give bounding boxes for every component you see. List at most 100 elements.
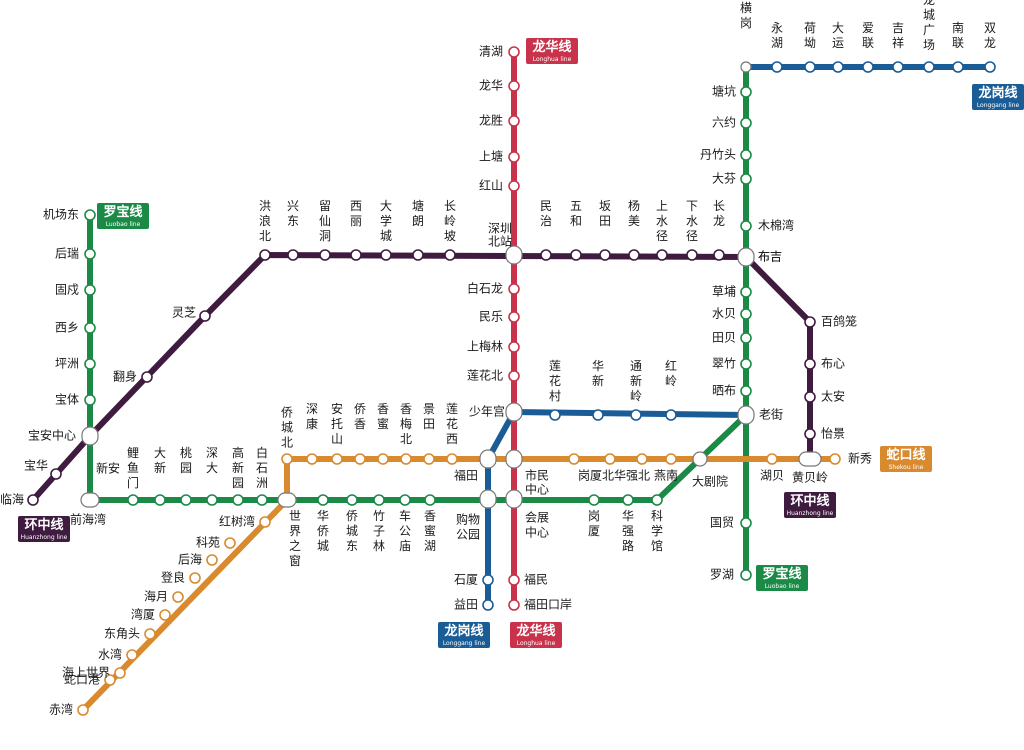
station-shekou[interactable]	[766, 453, 778, 465]
station-longgang[interactable]	[630, 409, 642, 421]
station-shekou[interactable]	[331, 453, 343, 465]
station-luobao[interactable]	[346, 494, 358, 506]
interchange-shijiezhichuang[interactable]	[277, 492, 297, 508]
station-luobao[interactable]	[424, 494, 436, 506]
station-huanzhong[interactable]	[713, 249, 725, 261]
interchange-huizhanzhongxin[interactable]	[505, 489, 523, 509]
station-shekou[interactable]	[259, 516, 271, 528]
station-luobao[interactable]	[740, 220, 752, 232]
station-shekou[interactable]	[306, 453, 318, 465]
interchange-henggang[interactable]	[740, 61, 752, 73]
station-luobao[interactable]	[740, 358, 752, 370]
station-huanzhong[interactable]	[686, 249, 698, 261]
station-shekou[interactable]	[665, 453, 677, 465]
station-huanzhong[interactable]	[656, 249, 668, 261]
station-luobao[interactable]	[84, 248, 96, 260]
station-luobao[interactable]	[317, 494, 329, 506]
station-longgang[interactable]	[892, 61, 904, 73]
station-longgang[interactable]	[984, 61, 996, 73]
station-luobao[interactable]	[622, 494, 634, 506]
station-shekou[interactable]	[446, 453, 458, 465]
station-shekou[interactable]	[126, 649, 138, 661]
station-luobao[interactable]	[232, 494, 244, 506]
station-luobao[interactable]	[84, 209, 96, 221]
station-huanzhong[interactable]	[804, 391, 816, 403]
station-huanzhong[interactable]	[50, 468, 62, 480]
station-longgang[interactable]	[482, 599, 494, 611]
station-huanzhong[interactable]	[350, 249, 362, 261]
station-luobao[interactable]	[651, 494, 663, 506]
station-longhua[interactable]	[508, 283, 520, 295]
station-shekou[interactable]	[423, 453, 435, 465]
station-shekou[interactable]	[604, 453, 616, 465]
station-longgang[interactable]	[862, 61, 874, 73]
station-shekou[interactable]	[144, 628, 156, 640]
station-longgang[interactable]	[482, 574, 494, 586]
station-luobao[interactable]	[740, 173, 752, 185]
interchange-laojie[interactable]	[737, 405, 755, 425]
station-luobao[interactable]	[588, 494, 600, 506]
station-longhua[interactable]	[508, 115, 520, 127]
station-shekou[interactable]	[114, 667, 126, 679]
station-shekou[interactable]	[400, 453, 412, 465]
station-longhua[interactable]	[508, 311, 520, 323]
station-huanzhong[interactable]	[27, 494, 39, 506]
station-longgang[interactable]	[592, 409, 604, 421]
station-luobao[interactable]	[740, 86, 752, 98]
station-shekou[interactable]	[377, 453, 389, 465]
station-luobao[interactable]	[740, 308, 752, 320]
station-luobao[interactable]	[740, 117, 752, 129]
station-longhua[interactable]	[508, 80, 520, 92]
station-longgang[interactable]	[549, 409, 561, 421]
station-huanzhong[interactable]	[412, 249, 424, 261]
station-shekou[interactable]	[224, 537, 236, 549]
station-huanzhong[interactable]	[540, 249, 552, 261]
station-huanzhong[interactable]	[570, 249, 582, 261]
station-huanzhong[interactable]	[444, 249, 456, 261]
station-luobao[interactable]	[399, 494, 411, 506]
station-shekou[interactable]	[829, 453, 841, 465]
station-luobao[interactable]	[740, 517, 752, 529]
station-luobao[interactable]	[84, 284, 96, 296]
interchange-futian[interactable]	[479, 449, 497, 469]
station-shekou[interactable]	[159, 609, 171, 621]
station-luobao[interactable]	[180, 494, 192, 506]
station-huanzhong[interactable]	[319, 249, 331, 261]
station-shekou[interactable]	[77, 704, 89, 716]
station-luobao[interactable]	[740, 332, 752, 344]
interchange-shiminzhongxin[interactable]	[505, 449, 523, 469]
station-huanzhong[interactable]	[599, 249, 611, 261]
station-longhua[interactable]	[508, 180, 520, 192]
station-longhua[interactable]	[508, 46, 520, 58]
station-longgang[interactable]	[804, 61, 816, 73]
station-longgang[interactable]	[771, 61, 783, 73]
station-luobao[interactable]	[740, 286, 752, 298]
station-longhua[interactable]	[508, 341, 520, 353]
interchange-dajuyuan[interactable]	[692, 451, 708, 467]
interchange-shaoniangong[interactable]	[505, 402, 523, 422]
interchange-huangbeiling[interactable]	[798, 451, 822, 467]
station-huanzhong[interactable]	[804, 428, 816, 440]
station-luobao[interactable]	[206, 494, 218, 506]
station-huanzhong[interactable]	[199, 310, 211, 322]
interchange-buji[interactable]	[737, 247, 755, 267]
station-luobao[interactable]	[84, 322, 96, 334]
station-huanzhong[interactable]	[804, 316, 816, 328]
station-luobao[interactable]	[740, 149, 752, 161]
station-shekou[interactable]	[568, 453, 580, 465]
station-huanzhong[interactable]	[141, 371, 153, 383]
station-shekou[interactable]	[281, 453, 293, 465]
station-shekou[interactable]	[172, 591, 184, 603]
station-huanzhong[interactable]	[804, 358, 816, 370]
station-huanzhong[interactable]	[628, 249, 640, 261]
station-longgang[interactable]	[832, 61, 844, 73]
interchange-baoanzhongxin[interactable]	[81, 426, 99, 446]
station-shekou[interactable]	[354, 453, 366, 465]
station-shekou[interactable]	[189, 572, 201, 584]
interchange-gouwugongyuan[interactable]	[479, 489, 497, 509]
station-huanzhong[interactable]	[380, 249, 392, 261]
station-luobao[interactable]	[740, 385, 752, 397]
interchange-qianhaiwan[interactable]	[80, 492, 100, 508]
station-longgang[interactable]	[952, 61, 964, 73]
station-shekou[interactable]	[104, 674, 116, 686]
